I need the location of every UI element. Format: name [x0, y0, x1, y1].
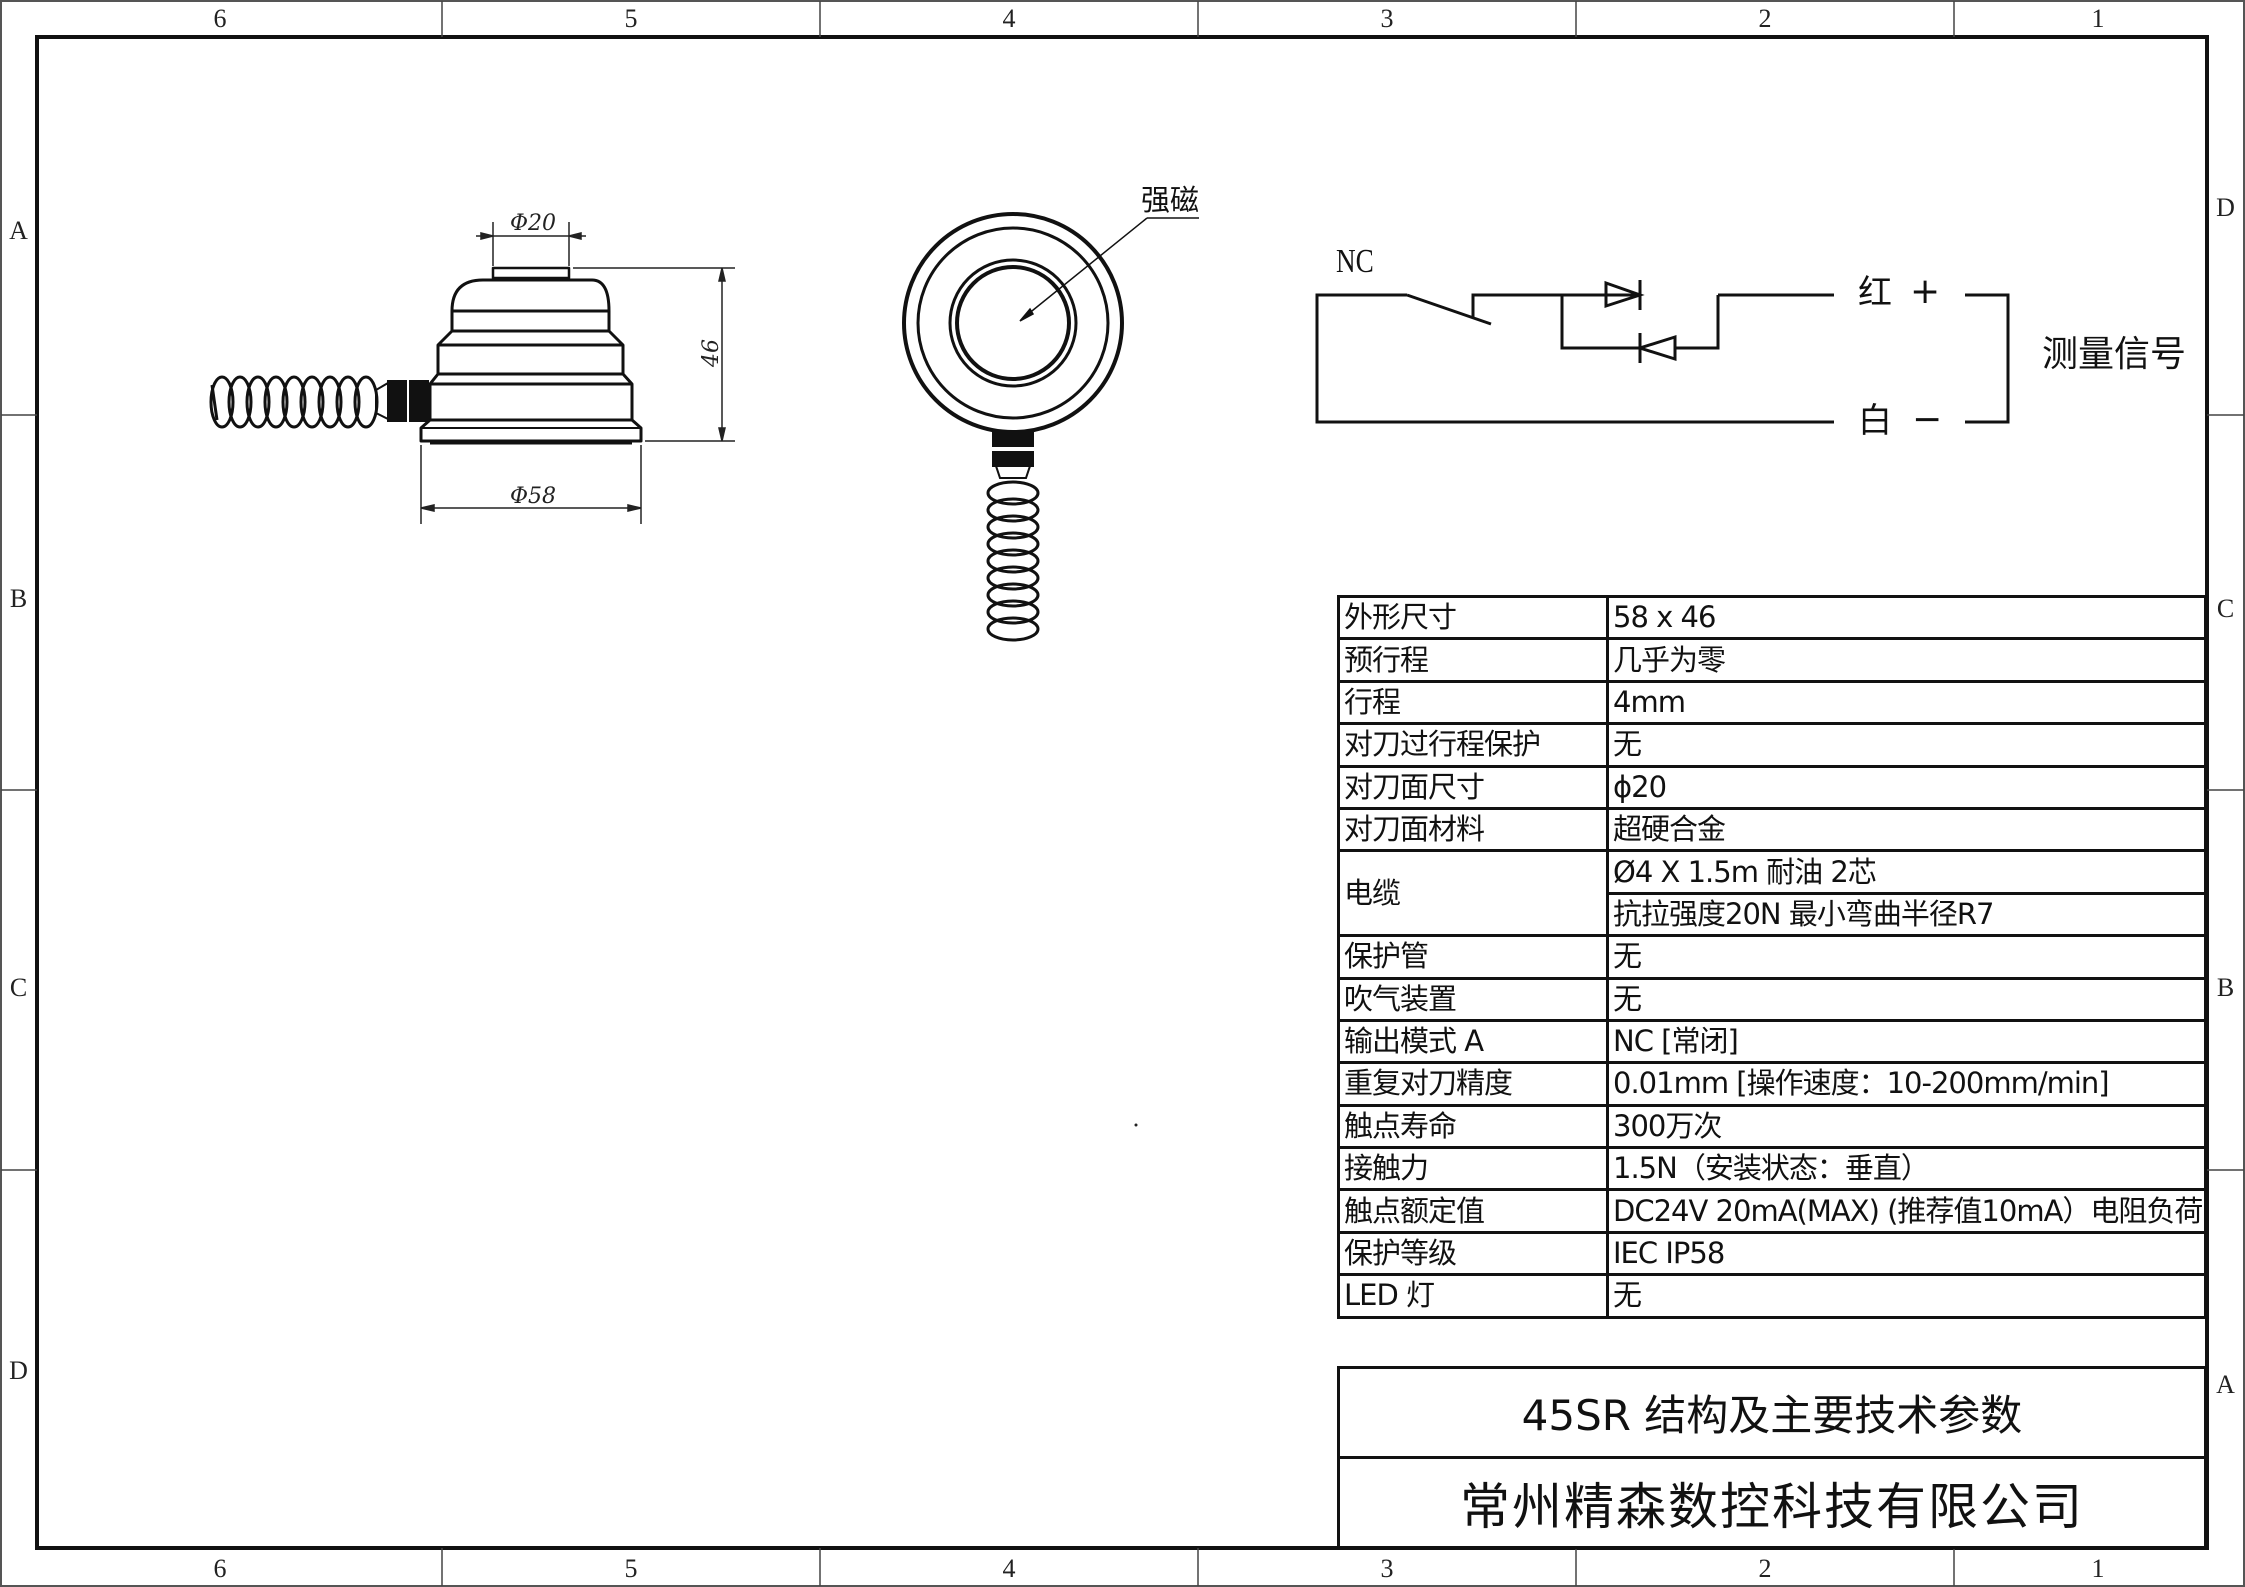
- dim-label-top-diameter: Φ20: [510, 211, 557, 236]
- top-view-drawing: [902, 212, 1124, 434]
- spec-value: 0.01mm [操作速度：10-200mm/min]: [1606, 1061, 2207, 1107]
- zone-label-top-6: 6: [213, 4, 227, 33]
- zone-label-bottom-2: 2: [1758, 1554, 1772, 1583]
- zone-label-left-b: B: [9, 584, 28, 613]
- zone-label-top-3: 3: [1380, 4, 1394, 33]
- spec-label: 重复对刀精度: [1337, 1061, 1609, 1107]
- company-name: 常州精森数控科技有限公司: [1337, 1456, 2207, 1549]
- spec-value: 几乎为零: [1606, 637, 2207, 683]
- spec-value: 无: [1606, 1273, 2207, 1319]
- wire-red-label: 红: [1858, 273, 1892, 313]
- top-view-connector: [992, 431, 1034, 479]
- spec-label: 触点寿命: [1337, 1103, 1609, 1150]
- table-row: 抗拉强度20N 最小弯曲半径R7: [1339, 891, 2207, 938]
- spec-label: 对刀面尺寸: [1337, 764, 1609, 810]
- zone-label-right-a: A: [2216, 1370, 2235, 1399]
- side-view-drawing: [419, 266, 643, 445]
- wire-white-polarity: −: [1912, 399, 1943, 440]
- dim-label-base-diameter: Φ58: [510, 484, 557, 509]
- spec-value: NC [常闭]: [1606, 1018, 2207, 1065]
- table-row: 保护管无: [1337, 934, 2207, 980]
- zone-label-top-2: 2: [1758, 4, 1772, 33]
- spec-label: 保护等级: [1337, 1230, 1609, 1277]
- spec-value: 1.5N（安装状态：垂直）: [1606, 1146, 2207, 1192]
- spec-label: 行程: [1337, 679, 1609, 726]
- top-view-callout-leader: [1019, 217, 1199, 322]
- spec-value: DC24V 20mA(MAX) (推荐值10mA）电阻负荷: [1606, 1188, 2207, 1234]
- spec-label: 对刀面材料: [1337, 806, 1609, 853]
- zone-label-left-a: A: [9, 216, 28, 245]
- table-row: LED 灯无: [1337, 1273, 2207, 1319]
- zone-label-right-c: C: [2216, 594, 2235, 623]
- table-row: 对刀过行程保护无: [1337, 722, 2207, 768]
- stray-dot: [1134, 1123, 1138, 1127]
- zone-label-bottom-6: 6: [213, 1554, 227, 1583]
- spec-value: 无: [1606, 722, 2207, 768]
- table-row: 对刀面材料超硬合金: [1337, 806, 2207, 853]
- side-view-connector: [375, 380, 429, 422]
- zone-label-left-c: C: [9, 973, 28, 1002]
- spec-label: 接触力: [1337, 1146, 1609, 1192]
- spec-label: 预行程: [1337, 637, 1609, 683]
- table-row: 吹气装置无: [1337, 976, 2207, 1022]
- zone-label-bottom-4: 4: [1002, 1554, 1016, 1583]
- circuit-schematic: [1315, 280, 2010, 424]
- zone-label-top-5: 5: [624, 4, 638, 33]
- spec-value: 超硬合金: [1606, 806, 2207, 853]
- spec-value: IEC IP58: [1606, 1230, 2207, 1277]
- table-row: 预行程几乎为零: [1337, 637, 2207, 683]
- zone-label-left-d: D: [9, 1356, 28, 1385]
- zone-label-right-b: B: [2216, 973, 2235, 1002]
- top-view-coiled-cable: [986, 480, 1040, 642]
- zone-label-bottom-5: 5: [624, 1554, 638, 1583]
- spec-value: Ø4 X 1.5m 耐油 2芯: [1606, 849, 2207, 895]
- spec-value: ϕ20: [1606, 764, 2207, 810]
- zone-label-top-4: 4: [1002, 4, 1016, 33]
- zone-label-bottom-3: 3: [1380, 1554, 1394, 1583]
- spec-label: 电缆: [1337, 849, 1609, 938]
- drawing-title: 45SR 结构及主要技术参数: [1337, 1366, 2207, 1459]
- spec-label: 输出模式 A: [1337, 1018, 1609, 1065]
- spec-value: 无: [1606, 976, 2207, 1022]
- side-view-dimensions: [420, 222, 735, 524]
- spec-label: 吹气装置: [1337, 976, 1609, 1022]
- wire-red-polarity: +: [1910, 271, 1941, 312]
- drawing-frame: [35, 35, 2209, 1550]
- side-view-coiled-cable: [209, 375, 379, 429]
- zone-label-right-d: D: [2216, 193, 2235, 222]
- wire-white-label: 白: [1858, 401, 1892, 441]
- spec-label: 保护管: [1337, 934, 1609, 980]
- schematic-nc-label: NC: [1336, 243, 1374, 280]
- measurement-signal-label: 测量信号: [2042, 334, 2187, 375]
- zone-label-bottom-1: 1: [2091, 1554, 2105, 1583]
- spec-value: 300万次: [1606, 1103, 2207, 1150]
- zone-label-top-1: 1: [2091, 4, 2105, 33]
- spec-label: LED 灯: [1337, 1273, 1609, 1319]
- spec-label: 外形尺寸: [1337, 594, 1609, 641]
- spec-value: 无: [1606, 934, 2207, 980]
- spec-value: 抗拉强度20N 最小弯曲半径R7: [1606, 891, 2207, 938]
- callout-magnet-label: 强磁: [1141, 183, 1200, 217]
- spec-label: 对刀过行程保护: [1337, 722, 1609, 768]
- spec-value: 4mm: [1606, 679, 2207, 726]
- spec-label: 触点额定值: [1337, 1188, 1609, 1234]
- spec-value: 58 x 46: [1606, 594, 2207, 641]
- dim-label-height: 46: [699, 339, 724, 367]
